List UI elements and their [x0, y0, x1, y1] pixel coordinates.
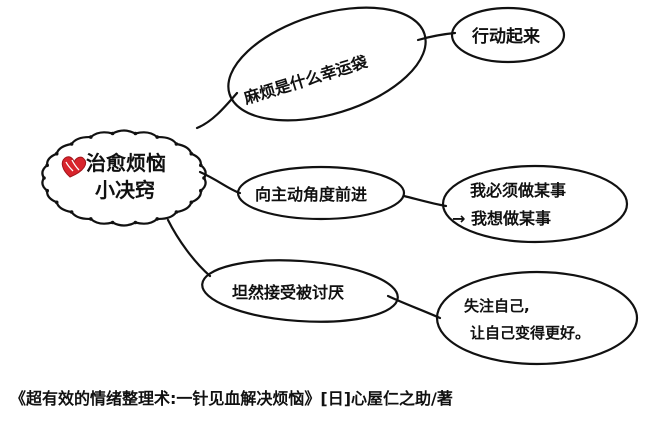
central-node-scallop-dot [202, 176, 206, 180]
connector-branch-3-to-child-3 [386, 294, 442, 320]
central-node-scallop-dot [89, 217, 93, 221]
leaf-node-2-line-1: 我必须做某事 [470, 181, 566, 200]
central-node-cloud-outline [41, 129, 207, 227]
central-node-scallop-dot [69, 142, 74, 146]
book-citation: 《超有效的情绪整理术:一针见血解决烦恼》[日]心屋仁之助/著 [10, 389, 453, 408]
leaf-node-1: 行动起来 [450, 6, 566, 64]
branch-node-3-label: 坦然接受被讨厌 [232, 283, 344, 302]
connector-central-to-branch-3 [166, 218, 212, 278]
central-node-scallop-dot [54, 151, 59, 156]
branch-node-2: 向主动角度前进 [236, 165, 406, 221]
branch-node-1-label: 麻烦是什么幸运袋 [241, 52, 371, 108]
leaf-node-2-outline [441, 164, 629, 244]
connector-branch-2-to-child-2 [402, 194, 448, 208]
leaf-node-3: 失注自己, 让自己变得更好。 [435, 270, 639, 366]
leaf-node-3-line-2: 让自己变得更好。 [470, 324, 590, 342]
central-node-scallop-dot [199, 163, 203, 168]
branch-node-2-label: 向主动角度前进 [255, 185, 367, 204]
heart-icon [61, 156, 87, 178]
central-node-scallop-dot [42, 176, 46, 180]
leaf-node-3-outline [435, 270, 639, 366]
central-node-scallop-dot [189, 151, 194, 156]
central-node-scallop-dot [54, 200, 59, 205]
central-node-scallop-dot [133, 220, 138, 225]
central-node-scallop-dot [110, 220, 115, 225]
central-node-scallop-dot [69, 210, 74, 214]
central-node-line-1: 治愈烦恼 [86, 151, 166, 175]
leaf-node-1-label: 行动起来 [471, 26, 541, 47]
central-node-scallop-dot [89, 135, 93, 139]
central-node-line-2: 小决窍 [95, 178, 155, 202]
leaf-node-3-line-1: 失注自己, [464, 297, 530, 315]
central-node-scallop-dot [189, 200, 194, 205]
central-node-scallop-dot [155, 135, 159, 139]
branch-node-3: 坦然接受被讨厌 [201, 259, 399, 323]
branch-node-2-outline [236, 165, 406, 221]
leaf-node-1-outline [450, 6, 566, 64]
central-node-scallop-dot [45, 163, 49, 168]
branch-node-1: 麻烦是什么幸运袋 [227, 6, 427, 122]
branch-node-3-outline [201, 259, 399, 323]
central-node: 治愈烦恼 小决窍 [41, 129, 207, 227]
central-node-scallop-dot [174, 142, 179, 146]
central-node-scallop-dot [155, 217, 159, 221]
connector-central-to-branch-1 [195, 91, 239, 130]
central-node-scallop-dot [110, 131, 115, 136]
central-node-scallop-dot [199, 188, 203, 193]
leaf-node-2-line-2: → 我想做某事 [452, 209, 551, 228]
branch-node-1-outline [227, 6, 427, 122]
leaf-node-2: 我必须做某事 → 我想做某事 [441, 164, 629, 244]
central-node-scallop-dot [45, 188, 49, 193]
central-node-scallop-dot [133, 131, 138, 136]
central-node-scallop-dot [174, 210, 179, 214]
